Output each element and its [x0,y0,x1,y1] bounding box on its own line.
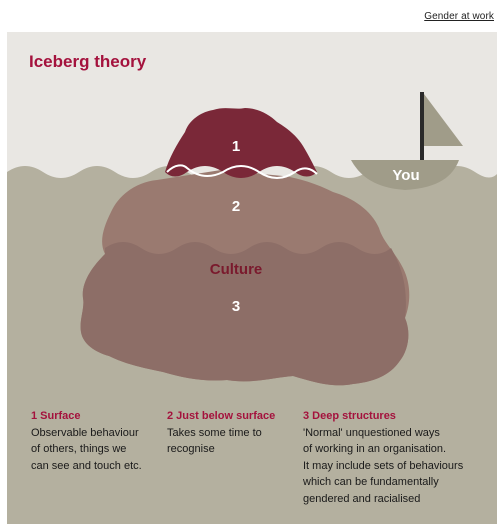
legend-heading: 2 Just below surface [167,410,276,422]
legend-item-surface: 1 Surface Observable behaviour of others… [31,408,166,474]
diagram-title: Iceberg theory [29,52,147,71]
legend-item-deep-structures: 3 Deep structures 'Normal' unquestioned … [303,408,493,507]
boat-hull [351,160,459,190]
iceberg-tip [165,108,317,178]
surface-wave-line [166,164,318,179]
legend-body: Takes some time to recognise [167,426,262,456]
boat-label: You [392,167,420,184]
legend-item-below-surface: 2 Just below surface Takes some time to … [167,408,302,458]
culture-label: Culture [209,261,263,278]
layer-3-label: 3 [231,298,241,315]
gender-at-work-link[interactable]: Gender at work [424,11,494,22]
iceberg-panel: Iceberg theory 1 2 Culture 3 You 1 Surfa… [7,32,497,524]
iceberg-illustration [7,92,497,524]
legend-heading: 1 Surface [31,410,81,422]
boat-mast [420,92,424,162]
legend-body: 'Normal' unquestioned ways of working in… [303,426,464,505]
layer-2-label: 2 [231,198,241,215]
legend-heading: 3 Deep structures [303,410,396,422]
boat-sail [424,94,463,146]
iceberg-deep-layer [80,242,409,386]
legend-body: Observable behaviour of others, things w… [31,426,142,472]
layer-1-label: 1 [231,138,241,155]
